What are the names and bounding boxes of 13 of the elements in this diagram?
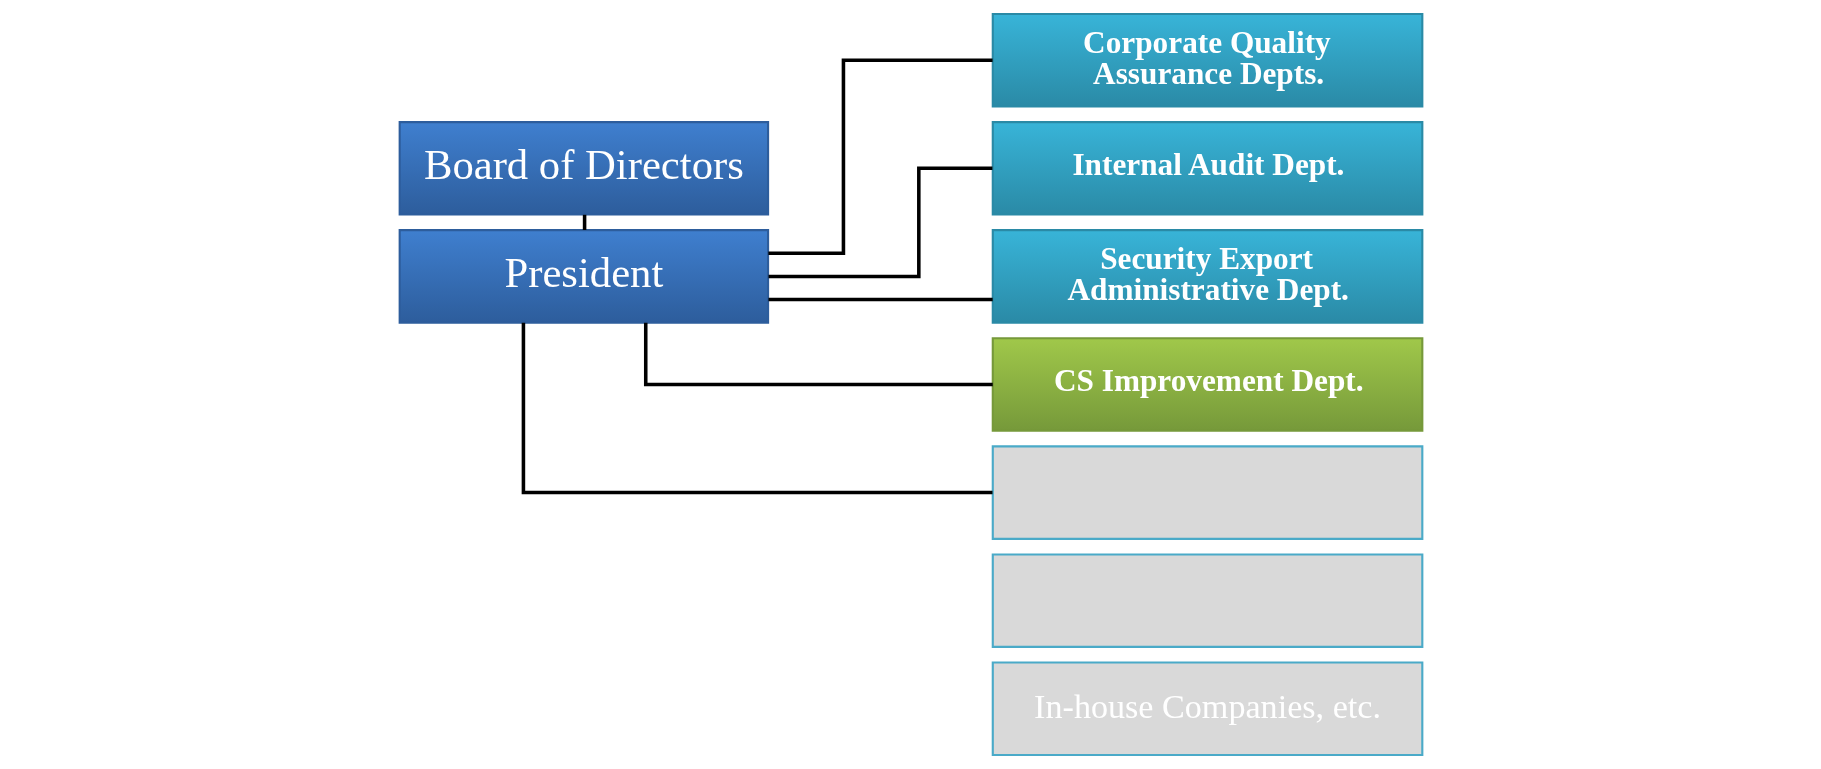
- node-box: President: [398, 229, 769, 324]
- node-box: Board of Directors: [398, 121, 769, 216]
- node-box: [991, 445, 1423, 540]
- connector: [643, 322, 993, 387]
- connector: [768, 166, 992, 279]
- connector: [767, 297, 993, 302]
- node-box: CS Improvement Dept.: [991, 337, 1423, 432]
- node-box: Corporate Quality Assurance Depts.: [991, 12, 1423, 108]
- node-box: [991, 553, 1423, 648]
- connector: [521, 322, 992, 495]
- node-box: Security Export Administrative Dept.: [991, 229, 1423, 324]
- connector: [767, 58, 993, 256]
- node-box: Internal Audit Dept.: [991, 121, 1423, 216]
